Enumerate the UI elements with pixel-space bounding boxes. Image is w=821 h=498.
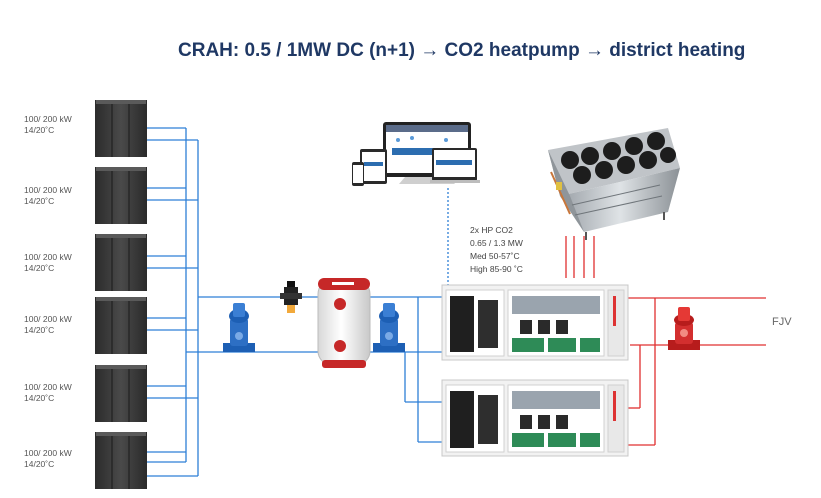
crah-label-4: 100/ 200 kW 14/20˚C [24,314,72,336]
hp-spec-line: Med 50-57˚C [470,251,520,261]
crah-capacity: 100/ 200 kW [24,314,72,324]
district-heating-label: FJV [772,316,792,328]
crah-cabinet-5 [95,365,147,422]
crah-capacity: 100/ 200 kW [24,252,72,262]
crah-capacity: 100/ 200 kW [24,185,72,195]
crah-temps: 14/20˚C [24,325,55,335]
circulation-pump-2 [373,303,405,352]
hp-spec-line: High 85-90 ˚C [470,264,523,274]
crah-units [95,100,147,489]
crah-temps: 14/20˚C [24,393,55,403]
crah-label-2: 100/ 200 kW 14/20˚C [24,185,72,207]
hot-water-pipes [565,236,766,446]
crah-temps: 14/20˚C [24,263,55,273]
crah-label-6: 100/ 200 kW 14/20˚C [24,448,72,470]
district-heating-pump [668,307,700,350]
crah-cabinet-4 [95,297,147,354]
crah-temps: 14/20˚C [24,196,55,206]
crah-temps: 14/20˚C [24,459,55,469]
monitoring-devices [352,122,480,186]
crah-capacity: 100/ 200 kW [24,382,72,392]
crah-cabinet-6 [95,432,147,489]
crah-capacity: 100/ 200 kW [24,448,72,458]
hp-spec-line: 0.65 / 1.3 MW [470,238,523,248]
circulation-pump-1 [223,303,255,352]
crah-cabinet-2 [95,167,147,224]
page-title: CRAH: 0.5 / 1MW DC (n+1) → CO2 heatpump … [178,40,746,61]
hp-spec-line: 2x HP CO2 [470,225,513,235]
crah-capacity: 100/ 200 kW [24,114,72,124]
crah-label-5: 100/ 200 kW 14/20˚C [24,382,72,404]
three-way-valve [280,281,302,313]
crah-label-3: 100/ 200 kW 14/20˚C [24,252,72,274]
crah-cabinet-3 [95,234,147,291]
crah-cabinet-1 [95,100,147,157]
heat-pump-unit-1 [441,284,629,361]
buffer-tank [317,278,371,368]
crah-temps: 14/20˚C [24,125,55,135]
crah-label-1: 100/ 200 kW 14/20˚C [24,114,72,136]
heatpump-specs: 2x HP CO2 0.65 / 1.3 MW Med 50-57˚C High… [470,224,523,276]
gas-cooler [548,128,680,240]
heat-pump-unit-2 [441,379,629,457]
